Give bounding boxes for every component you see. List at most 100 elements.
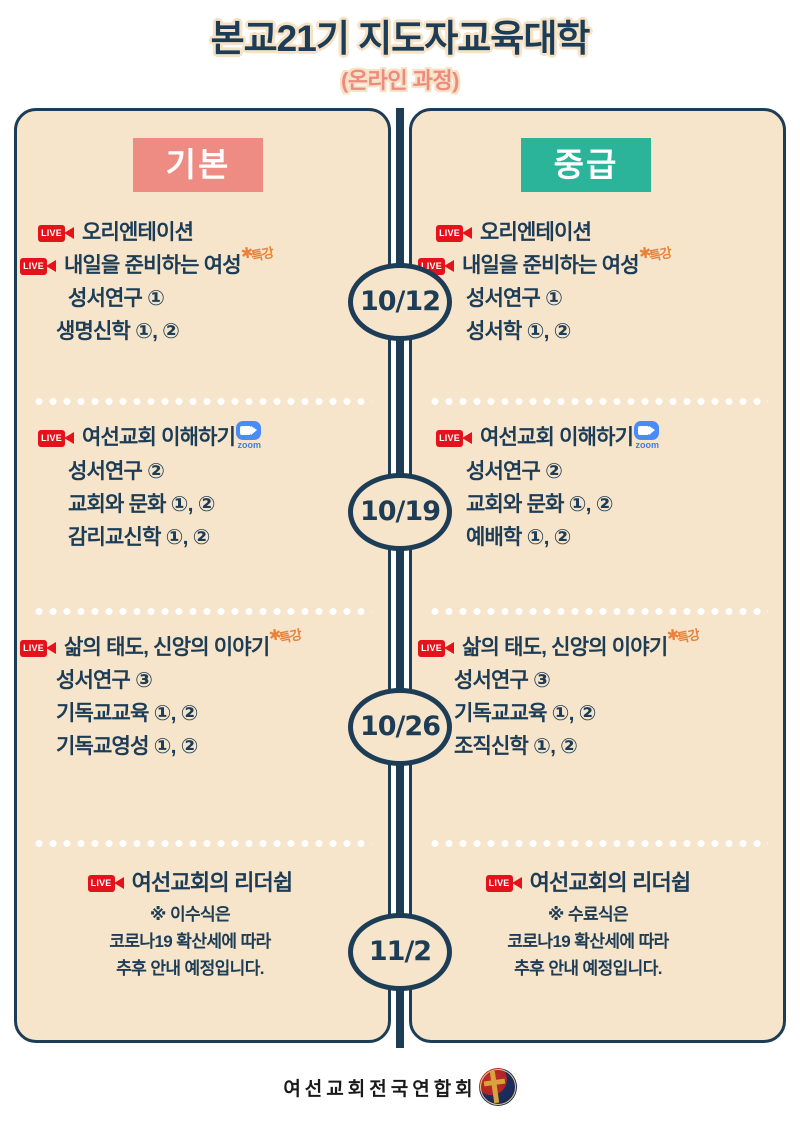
live-badge-label: LIVE — [38, 225, 65, 242]
page-header: 본교21기 지도자교육대학 (온라인 과정) — [0, 0, 800, 104]
course-item: 기독교교육 ①, ② — [20, 699, 360, 728]
course-item: 성서연구 ① — [20, 284, 360, 313]
course-item: 기독교교육 ①, ② — [418, 699, 758, 728]
course-title: 여선교회의 리더쉽 — [529, 870, 692, 895]
course-item: 성서연구 ① — [418, 284, 758, 313]
course-title: 감리교신학 ①, ② — [68, 526, 210, 549]
camcorder-lens-icon — [511, 877, 522, 889]
live-badge-label: LIVE — [436, 430, 463, 447]
page-title: 본교21기 지도자교육대학 — [210, 18, 591, 59]
course-title: 내일을 준비하는 여성 — [462, 254, 640, 277]
special-lecture-label: 특강 — [278, 627, 304, 648]
course-title: 성서연구 ② — [466, 460, 563, 483]
special-lecture-label: 특강 — [647, 245, 673, 266]
course-title: 성서학 ①, ② — [466, 320, 571, 343]
course-title: 성서연구 ① — [466, 287, 563, 310]
camcorder-lens-icon — [46, 642, 56, 654]
course-item: LIVE 여선교회의 리더쉽 — [418, 868, 758, 897]
course-title: 기독교영성 ①, ② — [56, 735, 198, 758]
separator-dots — [32, 608, 372, 615]
note-line: 코로나19 확산세에 따라 — [507, 932, 669, 951]
special-lecture-badge-icon: ✱특강 — [666, 626, 708, 659]
course-item: 기독교영성 ①, ② — [20, 732, 360, 761]
camcorder-lens-icon — [462, 227, 472, 239]
course-title: 성서연구 ③ — [454, 669, 551, 692]
course-title: 오리엔테이션 — [82, 221, 194, 244]
camcorder-lens-icon — [64, 432, 74, 444]
course-title: 기독교교육 ①, ② — [56, 702, 198, 725]
special-lecture-badge-icon: ✱특강 — [268, 626, 310, 659]
course-item: 교회와 문화 ①, ② — [20, 490, 360, 519]
note-line: 추후 안내 예정입니다. — [116, 959, 264, 978]
course-title: 성서연구 ③ — [56, 669, 153, 692]
course-title: 예배학 ①, ② — [466, 526, 571, 549]
live-badge-icon: LIVE — [485, 875, 523, 892]
course-title: 기독교교육 ①, ② — [454, 702, 596, 725]
panel-intermediate — [409, 108, 786, 1043]
note-line: 추후 안내 예정입니다. — [514, 959, 662, 978]
page-footer: 여선교회전국연합회 — [0, 1056, 800, 1118]
live-badge-icon: LIVE — [436, 430, 473, 447]
organization-logo-icon — [478, 1068, 517, 1106]
live-badge-label: LIVE — [436, 225, 463, 242]
course-item: 생명신학 ①, ② — [20, 317, 360, 346]
separator-dots — [428, 398, 768, 405]
live-badge-icon: LIVE — [418, 640, 455, 657]
course-item: 교회와 문화 ①, ② — [418, 490, 758, 519]
course-item: 예배학 ①, ② — [418, 523, 758, 552]
course-item: LIVE 삶의 태도, 신앙의 이야기✱특강 — [20, 626, 360, 662]
course-item: 성서연구 ③ — [418, 666, 758, 695]
separator-dots — [32, 398, 372, 405]
course-item: 성서연구 ② — [418, 457, 758, 486]
course-title: 여선교회의 리더쉽 — [131, 870, 294, 895]
course-item: LIVE 오리엔테이션 — [20, 218, 360, 247]
zoom-label: zoom — [237, 440, 261, 450]
camcorder-lens-icon — [444, 642, 454, 654]
zoom-label: zoom — [635, 440, 659, 450]
special-lecture-badge-icon: ✱특강 — [638, 244, 680, 277]
camcorder-lens-icon — [64, 227, 74, 239]
course-item: 성서연구 ③ — [20, 666, 360, 695]
live-badge-icon: LIVE — [20, 640, 57, 657]
camcorder-lens-icon — [113, 877, 124, 889]
course-item: 성서연구 ② — [20, 457, 360, 486]
course-title: 삶의 태도, 신앙의 이야기 — [462, 636, 668, 659]
course-title: 여선교회 이해하기 — [82, 426, 236, 449]
live-badge-icon: LIVE — [20, 258, 57, 275]
page-subtitle: (온라인 과정) — [341, 67, 459, 93]
course-title: 여선교회 이해하기 — [480, 426, 634, 449]
live-badge-icon: LIVE — [418, 258, 455, 275]
course-title: 교회와 문화 ①, ② — [466, 493, 614, 516]
course-title: 삶의 태도, 신앙의 이야기 — [64, 636, 270, 659]
camcorder-lens-icon — [444, 260, 454, 272]
separator-dots — [428, 608, 768, 615]
course-item: LIVE 내일을 준비하는 여성✱특강 — [418, 244, 758, 280]
course-title: 교회와 문화 ①, ② — [68, 493, 216, 516]
live-badge-icon: LIVE — [38, 430, 75, 447]
live-badge-label: LIVE — [485, 875, 513, 892]
live-badge-icon: LIVE — [87, 875, 125, 892]
separator-dots — [428, 840, 768, 847]
live-badge-label: LIVE — [418, 258, 445, 275]
course-title: 내일을 준비하는 여성 — [64, 254, 242, 277]
live-badge-icon: LIVE — [38, 225, 75, 242]
live-badge-label: LIVE — [20, 640, 47, 657]
live-badge-label: LIVE — [38, 430, 65, 447]
course-title: 성서연구 ① — [68, 287, 165, 310]
live-badge-label: LIVE — [87, 875, 115, 892]
course-item: 조직신학 ①, ② — [418, 732, 758, 761]
